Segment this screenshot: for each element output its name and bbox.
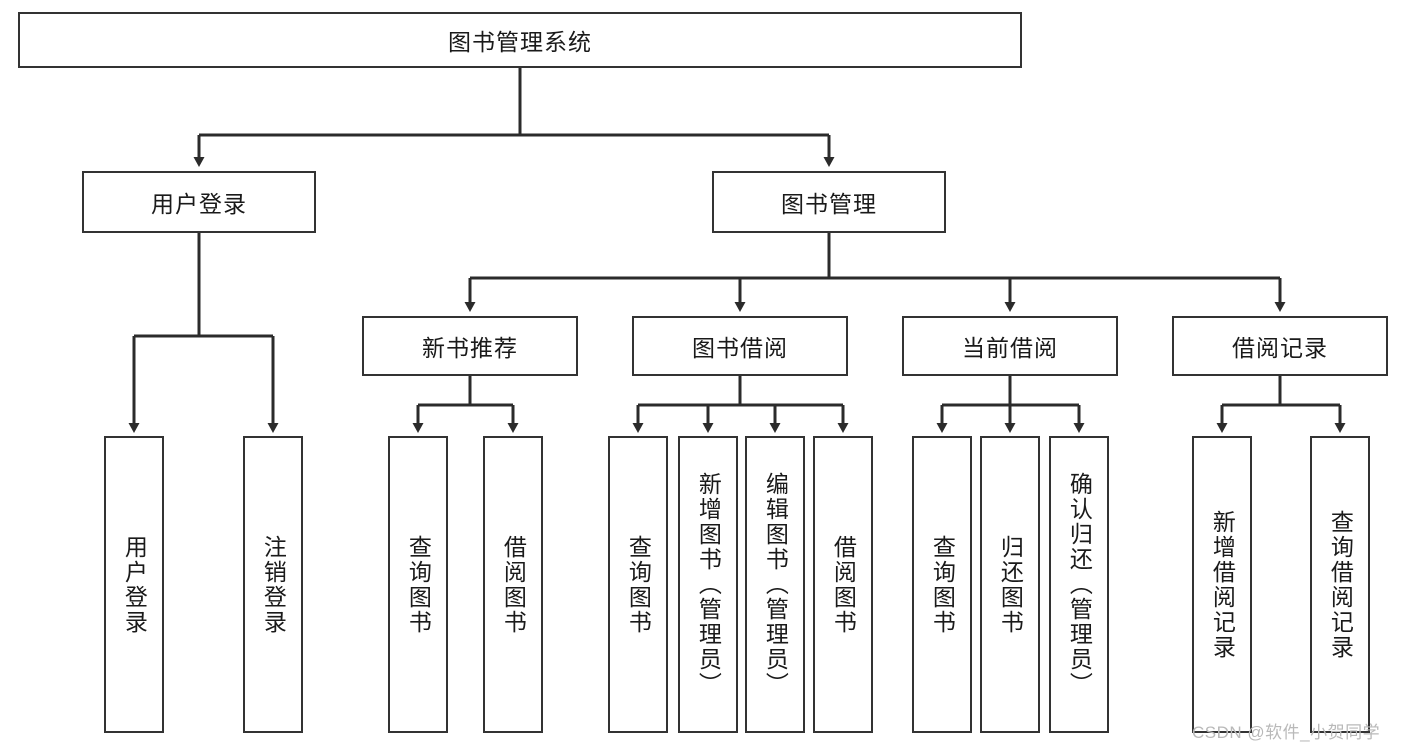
node-label: 用户登录 bbox=[151, 191, 247, 217]
node-label: 图书借阅 bbox=[692, 335, 788, 361]
node-leaf-add-borrow-record[interactable]: 新增借阅记录 bbox=[1192, 436, 1252, 733]
node-label: 查询借阅记录 bbox=[1327, 509, 1354, 660]
node-label: 查询图书 bbox=[405, 534, 432, 635]
node-label: 查询图书 bbox=[625, 534, 652, 635]
node-leaf-query-book-current[interactable]: 查询图书 bbox=[912, 436, 972, 733]
node-leaf-return-book[interactable]: 归还图书 bbox=[980, 436, 1040, 733]
node-leaf-query-book-borrow[interactable]: 查询图书 bbox=[608, 436, 668, 733]
node-current-borrow[interactable]: 当前借阅 bbox=[902, 316, 1118, 376]
node-borrow-record[interactable]: 借阅记录 bbox=[1172, 316, 1388, 376]
node-label: 新书推荐 bbox=[422, 335, 518, 361]
csdn-watermark: CSDN @软件_小贺同学 bbox=[1192, 723, 1381, 742]
node-new-book-recommend[interactable]: 新书推荐 bbox=[362, 316, 578, 376]
node-label: 新增图书（管理员） bbox=[695, 472, 722, 697]
node-leaf-user-login[interactable]: 用户登录 bbox=[104, 436, 164, 733]
node-label: 当前借阅 bbox=[962, 335, 1058, 361]
node-leaf-borrow-book-new[interactable]: 借阅图书 bbox=[483, 436, 543, 733]
node-label: 借阅图书 bbox=[830, 534, 857, 635]
node-label: 借阅图书 bbox=[500, 534, 527, 635]
node-label: 确认归还（管理员） bbox=[1066, 472, 1093, 697]
node-user-login[interactable]: 用户登录 bbox=[82, 171, 316, 233]
node-label: 编辑图书（管理员） bbox=[762, 472, 789, 697]
node-label: 用户登录 bbox=[121, 534, 148, 635]
node-book-management[interactable]: 图书管理 bbox=[712, 171, 946, 233]
node-book-borrow[interactable]: 图书借阅 bbox=[632, 316, 848, 376]
node-label: 图书管理 bbox=[781, 191, 877, 217]
node-leaf-add-book-admin[interactable]: 新增图书（管理员） bbox=[678, 436, 738, 733]
node-leaf-borrow-book[interactable]: 借阅图书 bbox=[813, 436, 873, 733]
node-root-system[interactable]: 图书管理系统 bbox=[18, 12, 1022, 68]
node-leaf-confirm-return-admin[interactable]: 确认归还（管理员） bbox=[1049, 436, 1109, 733]
node-label: 归还图书 bbox=[997, 534, 1024, 635]
node-label: 新增借阅记录 bbox=[1209, 509, 1236, 660]
node-label: 借阅记录 bbox=[1232, 335, 1328, 361]
node-label: 图书管理系统 bbox=[448, 29, 592, 55]
node-leaf-query-book-new[interactable]: 查询图书 bbox=[388, 436, 448, 733]
node-leaf-logout[interactable]: 注销登录 bbox=[243, 436, 303, 733]
node-label: 查询图书 bbox=[929, 534, 956, 635]
node-label: 注销登录 bbox=[260, 534, 287, 635]
node-leaf-query-borrow-record[interactable]: 查询借阅记录 bbox=[1310, 436, 1370, 733]
node-leaf-edit-book-admin[interactable]: 编辑图书（管理员） bbox=[745, 436, 805, 733]
